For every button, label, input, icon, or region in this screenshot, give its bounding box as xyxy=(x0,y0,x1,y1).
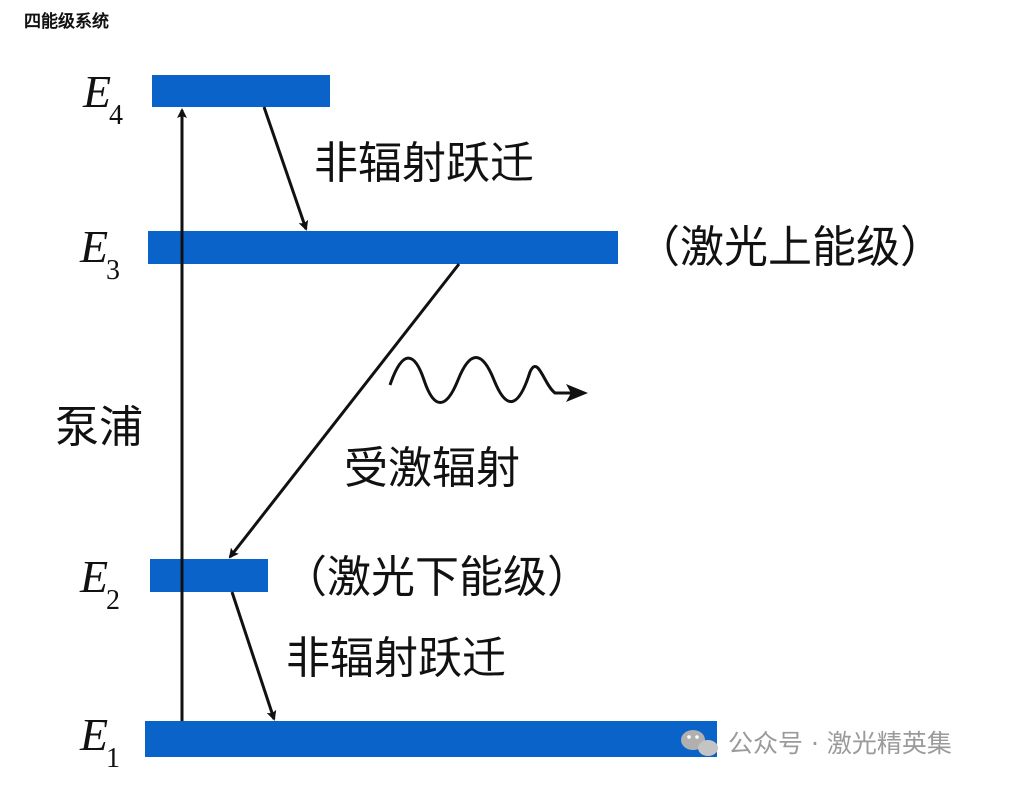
level-e4-label: E 4 xyxy=(82,66,123,131)
svg-text:E: E xyxy=(79,551,108,602)
wechat-icon xyxy=(681,730,718,756)
lower-laser-level-note: （激光下能级） xyxy=(283,552,591,603)
level-e4-bar xyxy=(152,75,330,107)
level-e2-label: E 2 xyxy=(79,551,120,616)
svg-text:4: 4 xyxy=(109,100,123,131)
nonradiative-upper-label: 非辐射跃迁 xyxy=(314,138,534,189)
stimulated-emission-arrow xyxy=(228,263,461,559)
level-e1-label: E 1 xyxy=(79,709,120,774)
level-e3-bar xyxy=(148,231,618,264)
svg-text:3: 3 xyxy=(106,255,120,286)
level-e3-label: E 3 xyxy=(79,221,120,286)
nonradiative-lower-arrow xyxy=(230,591,277,721)
stimulated-emission-label: 受激辐射 xyxy=(344,443,520,494)
upper-laser-level-note: （激光上能级） xyxy=(636,222,944,273)
svg-text:1: 1 xyxy=(106,743,120,774)
watermark-text: 公众号 · 激光精英集 xyxy=(728,729,952,758)
photon-wave-icon xyxy=(388,356,588,404)
nonradiative-upper-arrow xyxy=(262,106,309,231)
level-e1-bar xyxy=(145,721,717,757)
svg-text:2: 2 xyxy=(106,585,120,616)
pump-label: 泵浦 xyxy=(55,402,143,453)
svg-text:E: E xyxy=(82,66,111,117)
svg-text:E: E xyxy=(79,709,108,760)
svg-text:E: E xyxy=(79,221,108,272)
page-title: 四能级系统 xyxy=(24,11,109,32)
level-e2-bar xyxy=(150,559,268,592)
nonradiative-lower-label: 非辐射跃迁 xyxy=(286,633,506,684)
